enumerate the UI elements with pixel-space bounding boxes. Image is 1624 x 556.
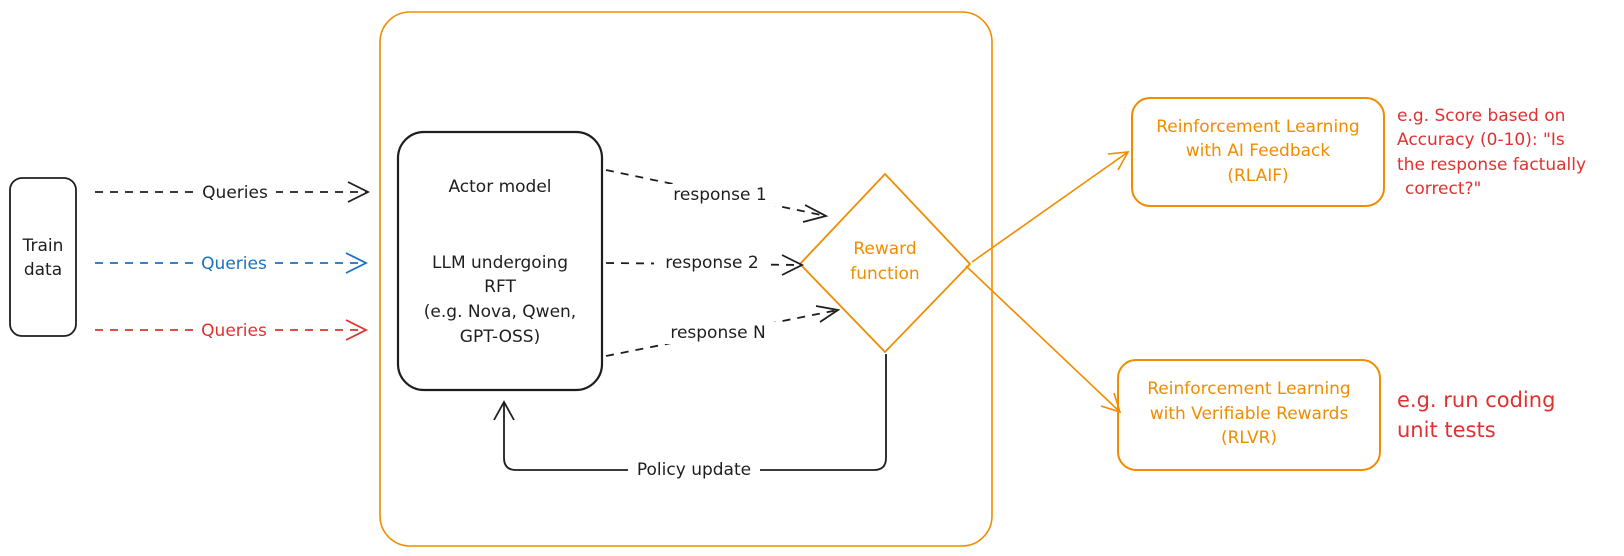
query-label-black: Queries: [202, 183, 268, 203]
train-data-label: Train: [22, 236, 64, 256]
rlaif-label: (RLAIF): [1227, 166, 1288, 186]
response-arrow-2: [605, 254, 805, 276]
policy-update-arrow: [493, 354, 887, 471]
actor-model-desc: GPT-OSS): [460, 327, 540, 347]
reward-function-diamond: [799, 173, 971, 353]
actor-model-desc: LLM undergoing: [432, 253, 568, 273]
actor-model-desc: RFT: [484, 277, 516, 297]
rlvr-label: Reinforcement Learning: [1147, 379, 1350, 399]
response-n-label: response N: [670, 323, 765, 343]
rlvr-label: with Verifiable Rewards: [1150, 404, 1349, 424]
rlvr-example-note: unit tests: [1397, 418, 1496, 442]
rlvr-example-note: e.g. run coding: [1397, 388, 1555, 412]
response-2-label: response 2: [665, 253, 758, 273]
query-label-red: Queries: [201, 321, 267, 341]
rlaif-box: [1131, 97, 1385, 207]
query-label-blue: Queries: [201, 254, 267, 274]
rlaif-example-note: e.g. Score based on: [1397, 106, 1565, 126]
response-1-label: response 1: [673, 185, 766, 205]
response-arrow-n: [605, 305, 841, 357]
arrow-to-rlaif: [971, 151, 1130, 263]
policy-update-label: Policy update: [637, 460, 751, 480]
train-data-box: [9, 177, 77, 337]
reward-function-label: Reward: [853, 239, 916, 259]
rlvr-label: (RLVR): [1221, 428, 1277, 448]
arrow-to-rlvr: [965, 265, 1122, 414]
train-data-label: data: [24, 260, 62, 280]
actor-model-title: Actor model: [448, 177, 551, 197]
actor-model-box: [396, 130, 604, 392]
actor-model-desc: (e.g. Nova, Qwen,: [424, 302, 576, 322]
rft-loop-container: [379, 11, 993, 547]
rlaif-example-note: correct?": [1405, 179, 1481, 199]
rlaif-label: with AI Feedback: [1186, 141, 1331, 161]
rlvr-box: [1117, 359, 1381, 471]
reward-function-label: function: [850, 264, 919, 284]
rlaif-example-note: the response factually: [1397, 155, 1586, 175]
rlaif-label: Reinforcement Learning: [1156, 117, 1359, 137]
rlaif-example-note: Accuracy (0-10): "Is: [1397, 130, 1565, 150]
